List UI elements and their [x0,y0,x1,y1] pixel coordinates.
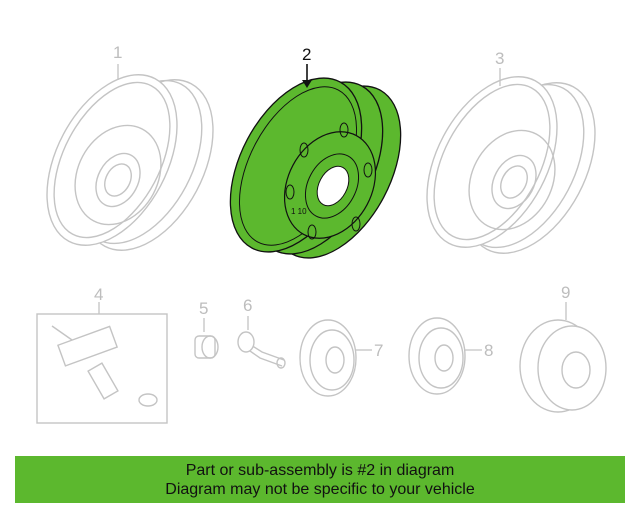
valve-stem[interactable] [237,331,286,369]
tpms-sensor[interactable] [36,313,168,424]
banner-line-1: Part or sub-assembly is #2 in diagram [185,462,455,479]
lug-nut[interactable] [194,335,219,359]
parts-diagram: 1 1 10 2 3 4 [20,43,622,424]
callout-8[interactable]: 8 [484,341,493,360]
wheel-cover-8[interactable] [408,317,466,395]
leader-2-arrow [302,80,312,88]
wheel-1[interactable] [20,53,240,272]
wheel-2[interactable]: 1 10 [203,56,427,279]
callout-3[interactable]: 3 [495,49,504,68]
banner-line-2: Diagram may not be specific to your vehi… [165,481,475,498]
callout-4[interactable]: 4 [94,285,103,304]
notice-banner: Part or sub-assembly is #2 in diagram Di… [15,456,625,503]
callout-5[interactable]: 5 [199,299,208,318]
callout-7[interactable]: 7 [374,341,383,360]
callout-1[interactable]: 1 [113,43,122,62]
callout-2[interactable]: 2 [302,45,311,64]
wheel-cover-7[interactable] [299,319,357,397]
callout-6[interactable]: 6 [243,296,252,315]
wheel-stamp: 1 10 [291,207,307,216]
callout-9[interactable]: 9 [561,283,570,302]
wheel-3[interactable] [400,55,622,275]
hub-cap[interactable] [519,319,607,413]
